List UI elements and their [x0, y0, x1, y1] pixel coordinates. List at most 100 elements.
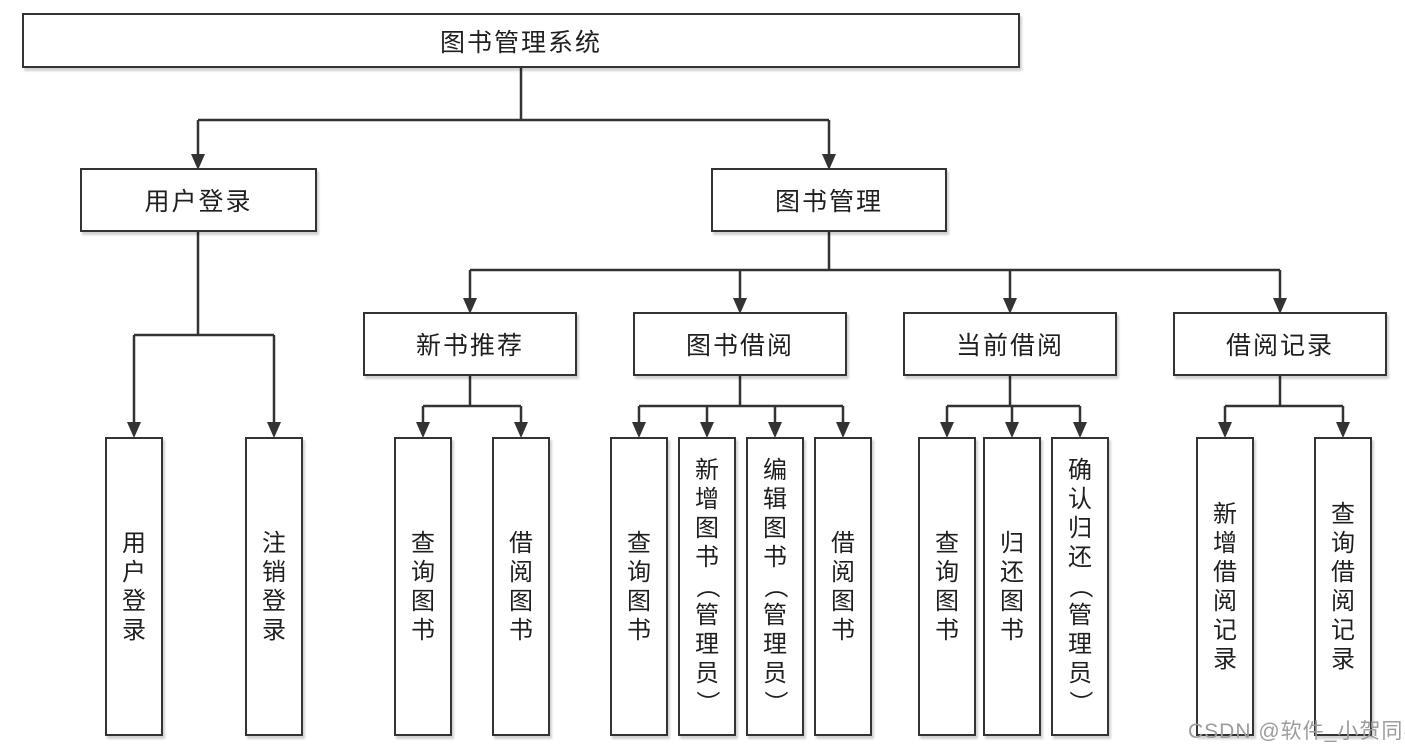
- vertical-glyph: 阅: [831, 558, 855, 586]
- vertical-glyph: 确: [1068, 457, 1092, 484]
- csdn-watermark: CSDN @软件_小贺同学: [1188, 720, 1405, 743]
- vertical-glyph: 新: [695, 457, 719, 484]
- vertical-glyph: （: [1066, 574, 1094, 599]
- leaf-nbr-borrow-book: 借阅图书: [492, 437, 550, 736]
- vertical-glyph: 户: [122, 558, 146, 586]
- arrowhead-down-icon: [1218, 422, 1232, 438]
- vertical-glyph: 录: [122, 616, 146, 644]
- vertical-glyph: 辑: [763, 486, 787, 513]
- leaf-cb-return-book: 归还图书: [983, 437, 1041, 736]
- vertical-glyph: 书: [935, 616, 959, 644]
- vertical-glyph: 图: [1000, 587, 1024, 615]
- vertical-glyph: 理: [695, 631, 719, 658]
- arrowhead-down-icon: [1273, 298, 1287, 314]
- connector-line: [1223, 376, 1345, 424]
- node-book-management: 图书管理: [711, 168, 947, 232]
- vertical-glyph: 书: [1000, 616, 1024, 644]
- arrowhead-down-icon: [836, 422, 850, 438]
- leaf-logout: 注销登录: [245, 437, 303, 736]
- node-book-management-label: 图书管理: [774, 188, 883, 216]
- connector-root: [191, 68, 836, 170]
- leaf-bb-query-book-label: 查询图书: [627, 529, 651, 645]
- vertical-glyph: 录: [262, 616, 286, 644]
- vertical-glyph: 记: [1213, 616, 1237, 644]
- connector-line: [637, 376, 845, 424]
- vertical-glyph: 阅: [1331, 587, 1355, 615]
- leaf-cb-confirm-return-label: 确认归还（管理员）: [1066, 456, 1094, 717]
- arrowhead-down-icon: [191, 154, 205, 170]
- vertical-glyph: 书: [627, 616, 651, 644]
- vertical-glyph: 理: [1068, 631, 1092, 658]
- vertical-glyph: 销: [262, 558, 286, 586]
- vertical-glyph: 借: [509, 529, 533, 557]
- node-borrow-record: 借阅记录: [1173, 312, 1387, 376]
- vertical-glyph: 记: [1331, 616, 1355, 644]
- vertical-glyph: 阅: [509, 558, 533, 586]
- vertical-glyph: 图: [831, 587, 855, 615]
- vertical-glyph: 阅: [1213, 587, 1237, 615]
- leaf-br-query-record: 查询借阅记录: [1314, 437, 1372, 736]
- vertical-glyph: 录: [1213, 645, 1237, 673]
- connector-line: [132, 232, 276, 424]
- vertical-glyph: 书: [695, 544, 719, 571]
- vertical-glyph: 书: [763, 544, 787, 571]
- vertical-glyph: 借: [831, 529, 855, 557]
- connector-book-management: [463, 232, 1287, 314]
- vertical-glyph: 归: [1000, 529, 1024, 557]
- vertical-glyph: 查: [627, 529, 651, 557]
- connector-line: [421, 376, 523, 424]
- vertical-glyph: 图: [695, 515, 719, 542]
- arrowhead-down-icon: [632, 422, 646, 438]
- leaf-nbr-query-book: 查询图书: [394, 437, 452, 736]
- connector-current-borrow: [940, 376, 1087, 438]
- vertical-glyph: 管: [1068, 602, 1092, 629]
- arrowhead-down-icon: [127, 422, 141, 438]
- vertical-glyph: 员: [695, 660, 719, 687]
- node-book-borrow-label: 图书借阅: [685, 332, 794, 360]
- arrowhead-down-icon: [768, 422, 782, 438]
- vertical-glyph: 认: [1068, 486, 1092, 513]
- arrowhead-down-icon: [463, 298, 477, 314]
- leaf-bb-edit-book: 编辑图书（管理员）: [746, 437, 804, 736]
- arrowhead-down-icon: [416, 422, 430, 438]
- leaf-bb-query-book: 查询图书: [610, 437, 668, 736]
- vertical-glyph: 归: [1068, 515, 1092, 542]
- vertical-glyph: 用: [122, 529, 146, 557]
- leaf-cb-query-book-label: 查询图书: [935, 529, 959, 645]
- leaf-bb-add-book-label: 新增图书 （ 管理员 ）: [693, 456, 721, 717]
- vertical-glyph: 员: [1068, 660, 1092, 687]
- connector-book-borrow: [632, 376, 850, 438]
- leaf-cb-return-book-label: 归还图书: [1000, 529, 1024, 645]
- leaf-br-query-record-label: 查询借阅记录: [1331, 500, 1355, 674]
- vertical-glyph: 询: [935, 558, 959, 586]
- leaf-user-login: 用户登录: [105, 437, 163, 736]
- connector-line: [945, 376, 1082, 424]
- vertical-glyph: 编: [763, 457, 787, 484]
- vertical-glyph: 登: [262, 587, 286, 615]
- node-new-book-recommend: 新书推荐: [363, 312, 577, 376]
- vertical-glyph: 图: [627, 587, 651, 615]
- vertical-glyph: 查: [411, 529, 435, 557]
- arrowhead-down-icon: [940, 422, 954, 438]
- vertical-glyph: 图: [763, 515, 787, 542]
- vertical-glyph: 理: [763, 631, 787, 658]
- arrowhead-down-icon: [1336, 422, 1350, 438]
- node-current-borrow: 当前借阅: [903, 312, 1117, 376]
- leaf-nbr-query-book-label: 查询图书: [411, 529, 435, 645]
- arrowhead-down-icon: [267, 422, 281, 438]
- vertical-glyph: 询: [1331, 529, 1355, 557]
- vertical-glyph: 增: [695, 486, 719, 513]
- vertical-glyph: 查: [1331, 500, 1355, 528]
- vertical-glyph: ）: [693, 690, 721, 715]
- connector-borrow-record: [1218, 376, 1350, 438]
- vertical-glyph: 管: [763, 602, 787, 629]
- leaf-bb-borrow-book-label: 借阅图书: [831, 529, 855, 645]
- vertical-glyph: 图: [935, 587, 959, 615]
- vertical-glyph: （: [693, 574, 721, 599]
- arrowhead-down-icon: [822, 154, 836, 170]
- vertical-glyph: 询: [411, 558, 435, 586]
- vertical-glyph: 登: [122, 587, 146, 615]
- vertical-glyph: 管: [695, 602, 719, 629]
- leaf-bb-edit-book-label: 编辑图书（管理员）: [762, 456, 789, 717]
